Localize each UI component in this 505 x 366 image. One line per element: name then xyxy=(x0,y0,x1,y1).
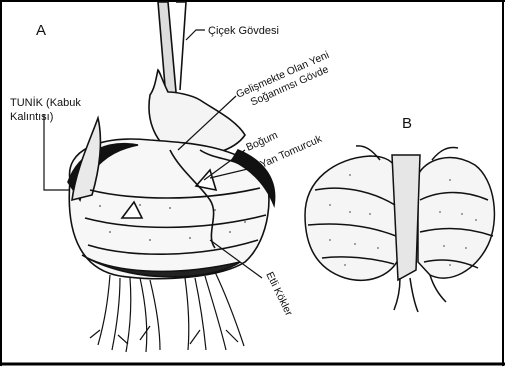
label-tunic-line2: Kalıntısı) xyxy=(10,111,53,123)
section-right-lobe xyxy=(418,158,494,279)
label-fleshy-roots: Etli Kökler xyxy=(263,270,295,318)
flower-stem-edge xyxy=(176,2,186,90)
corm-a-drawing xyxy=(68,2,275,279)
leader-flower-stem xyxy=(186,30,205,40)
label-new-corm-group: Gelişmekte Olan Yeni Soğanımsı Gövde xyxy=(234,49,336,113)
label-tunic-line1: TUNİK (Kabuk xyxy=(10,96,81,109)
panel-b-label: B xyxy=(402,115,412,132)
fleshy-roots-a xyxy=(90,272,244,352)
leader-tunic xyxy=(44,114,70,190)
label-node: Boğum xyxy=(244,129,280,154)
label-flower-stem: Çiçek Gövdesi xyxy=(208,25,279,37)
cross-section-b xyxy=(305,146,494,312)
panel-a-label: A xyxy=(36,22,46,39)
